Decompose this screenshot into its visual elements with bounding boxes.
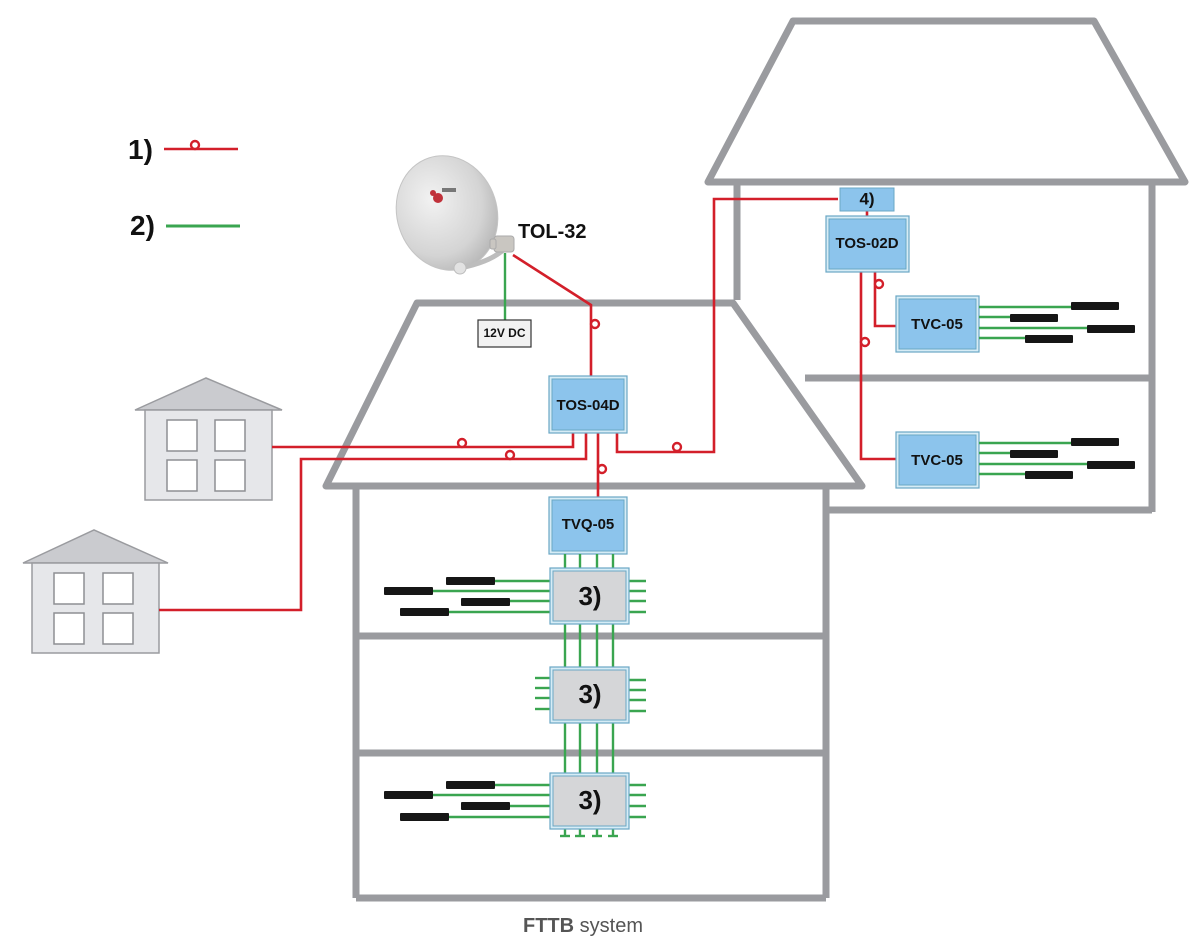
tos-02d-label: TOS-02D xyxy=(835,235,898,252)
fiber-to-tvc05-lower xyxy=(859,272,896,461)
house-window xyxy=(166,419,198,452)
house-body xyxy=(144,409,273,501)
set-top-box-icon xyxy=(400,608,449,616)
right-building-roof xyxy=(704,17,1189,186)
main-building xyxy=(322,299,866,902)
set-top-box-icon xyxy=(384,791,433,799)
caption-rest: system xyxy=(574,915,643,937)
set-top-box-icon xyxy=(1010,314,1058,322)
fiber-connector-icon xyxy=(189,139,201,151)
fiber-connector-icon xyxy=(596,463,608,475)
set-top-box-icon xyxy=(446,781,495,789)
fiber-connector-icon xyxy=(456,437,468,449)
multiswitch-3-label: 3) xyxy=(578,785,601,815)
legend-1-number: 1) xyxy=(128,134,153,165)
tvc-05-lower-device: TVC-05 xyxy=(895,431,980,489)
power-supply-label: 12V DC xyxy=(483,326,525,340)
set-top-box-icon xyxy=(461,802,510,810)
fiber-connector-icon xyxy=(504,449,516,461)
lnb-label: TOL-32 xyxy=(518,221,587,243)
set-top-box-icon xyxy=(1025,471,1073,479)
set-top-box-icon xyxy=(1071,438,1119,446)
set-top-box-icon xyxy=(1087,461,1135,469)
tos-02d-device: TOS-02D xyxy=(825,215,910,273)
diagram-caption: FTTB system xyxy=(523,915,643,937)
house-window xyxy=(102,572,134,605)
house-window xyxy=(166,459,198,492)
set-top-box-icon xyxy=(1010,450,1058,458)
tvc-05-upper-outputs xyxy=(979,302,1135,343)
fiber-lnb-to-tos04d xyxy=(512,253,593,377)
fiber-to-lower-house xyxy=(159,433,588,612)
caption-bold: FTTB xyxy=(523,915,574,937)
satellite-dish-icon xyxy=(395,155,515,275)
house-window xyxy=(53,572,85,605)
tvc-05-lower-label: TVC-05 xyxy=(911,452,963,469)
house-body xyxy=(31,562,160,654)
multiswitch-2-device: 3) xyxy=(549,666,630,724)
house-roof xyxy=(134,377,283,411)
main-building-roof xyxy=(322,299,866,490)
tos-04d-device: TOS-04D xyxy=(548,375,628,434)
tvc-05-lower-outputs xyxy=(979,438,1135,479)
house-window xyxy=(53,612,85,645)
house-window xyxy=(102,612,134,645)
multiswitch-3-outputs xyxy=(384,781,646,821)
fiber-connector-icon xyxy=(589,318,601,330)
power-supply-box xyxy=(477,319,532,348)
house-window xyxy=(214,459,246,492)
fiber-lines xyxy=(159,197,896,612)
legend-2-number: 2) xyxy=(130,210,155,241)
set-top-box-icon xyxy=(461,598,510,606)
tvc-05-upper-device: TVC-05 xyxy=(895,295,980,353)
house-roof xyxy=(22,529,169,564)
fiber-connector-icon xyxy=(873,278,885,290)
multiswitch-2-outputs xyxy=(535,676,646,713)
set-top-box-icon xyxy=(1087,325,1135,333)
set-top-box-icon xyxy=(384,587,433,595)
legend: 1) 2) xyxy=(128,134,240,241)
tvc-05-upper-label: TVC-05 xyxy=(911,316,963,333)
set-top-box-icon xyxy=(400,813,449,821)
fiber-to-tvc05-upper xyxy=(873,272,896,328)
marker-4-device: 4) xyxy=(839,187,895,212)
set-top-box-icon xyxy=(1025,335,1073,343)
small-house-upper xyxy=(134,377,283,501)
multiswitch-2-label: 3) xyxy=(578,679,601,709)
fiber-connector-icon xyxy=(859,336,871,348)
multiswitch-1-outputs xyxy=(384,577,646,616)
set-top-box-icon xyxy=(1071,302,1119,310)
small-house-lower xyxy=(22,529,169,654)
set-top-box-icon xyxy=(446,577,495,585)
multiswitch-1-label: 3) xyxy=(578,581,601,611)
multiswitch-3-device: 3) xyxy=(549,772,630,830)
tos-04d-label: TOS-04D xyxy=(556,397,619,414)
marker-4-label: 4) xyxy=(859,189,874,208)
right-building xyxy=(704,17,1189,514)
house-window xyxy=(214,419,246,452)
tvq-05-device: TVQ-05 xyxy=(548,496,628,555)
fiber-to-right-building xyxy=(615,197,838,454)
fiber-to-upper-house xyxy=(272,433,575,449)
tvq-05-label: TVQ-05 xyxy=(562,516,615,533)
multiswitch-1-device: 3) xyxy=(549,567,630,625)
fiber-connector-icon xyxy=(671,441,683,453)
